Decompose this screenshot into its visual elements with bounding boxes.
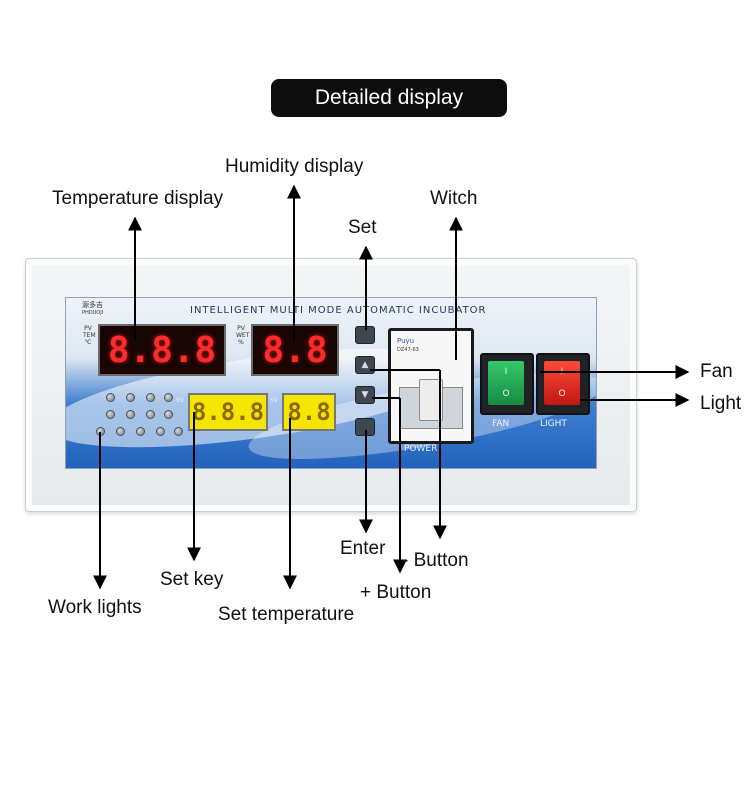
- fan-switch[interactable]: I O: [480, 353, 534, 415]
- set-hum-sv-label: SV: [270, 397, 278, 404]
- temperature-pv-label: PV TEM ℃: [83, 325, 96, 346]
- work-light-led: [106, 410, 115, 419]
- power-switch-breaker[interactable]: Puyu DZ47-63: [388, 328, 474, 444]
- label-minus-button: - Button: [402, 550, 469, 571]
- label-set-temperature: Set temperature: [218, 604, 355, 625]
- breaker-model: DZ47-63: [397, 347, 419, 353]
- label-set: Set: [348, 217, 377, 238]
- brand-name: 源多吉: [82, 301, 103, 309]
- panel-title: INTELLIGENT MULTI MODE AUTOMATIC INCUBAT…: [190, 305, 487, 316]
- work-light-led: [126, 410, 135, 419]
- label-humidity-display: Humidity display: [225, 156, 364, 177]
- up-arrow-icon: ▲: [361, 360, 369, 370]
- power-label: POWER: [404, 444, 438, 454]
- set-humidity-display: 8.8: [282, 393, 336, 431]
- temperature-display: 8.8.8: [98, 324, 226, 376]
- work-light-led: [164, 410, 173, 419]
- label-temperature-display: Temperature display: [52, 188, 224, 209]
- set-temperature-display: 8.8.8: [188, 393, 268, 431]
- work-light-led: [126, 393, 135, 402]
- down-arrow-icon: ▼: [361, 390, 369, 400]
- fan-off-symbol: O: [502, 389, 510, 399]
- page-title-text: Detailed display: [314, 86, 464, 109]
- work-light-led: [106, 393, 115, 402]
- work-light-led: [164, 393, 173, 402]
- label-set-key: Set key: [160, 569, 224, 590]
- set-temp-sv-label: SV: [176, 397, 184, 404]
- label-light: Light: [700, 393, 742, 414]
- minus-key[interactable]: ▼: [355, 386, 375, 404]
- light-rocker[interactable]: I O: [544, 361, 580, 405]
- label-plus-button: + Button: [360, 582, 432, 603]
- fan-switch-label: FAN: [492, 419, 510, 429]
- brand-sub: PHDUOJI: [82, 310, 104, 316]
- fan-on-symbol: I: [504, 367, 508, 377]
- label-fan: Fan: [700, 361, 733, 382]
- work-light-led: [146, 393, 155, 402]
- work-light-led: [156, 427, 165, 436]
- brand-logo: 源多吉 PHDUOJI: [82, 300, 103, 316]
- fan-rocker[interactable]: I O: [488, 361, 524, 405]
- label-enter: Enter: [340, 538, 386, 559]
- page-title: Detailed display: [271, 79, 507, 117]
- humidity-pv-label: PV WET %: [236, 325, 250, 346]
- work-light-led: [174, 427, 183, 436]
- light-switch-label: LIGHT: [540, 419, 567, 429]
- breaker-brand: Puyu: [397, 337, 415, 345]
- light-switch[interactable]: I O: [536, 353, 590, 415]
- work-light-led: [116, 427, 125, 436]
- label-work-lights: Work lights: [48, 597, 142, 618]
- label-witch: Witch: [430, 188, 478, 209]
- light-off-symbol: O: [558, 389, 566, 399]
- work-light-led: [136, 427, 145, 436]
- work-light-led: [146, 410, 155, 419]
